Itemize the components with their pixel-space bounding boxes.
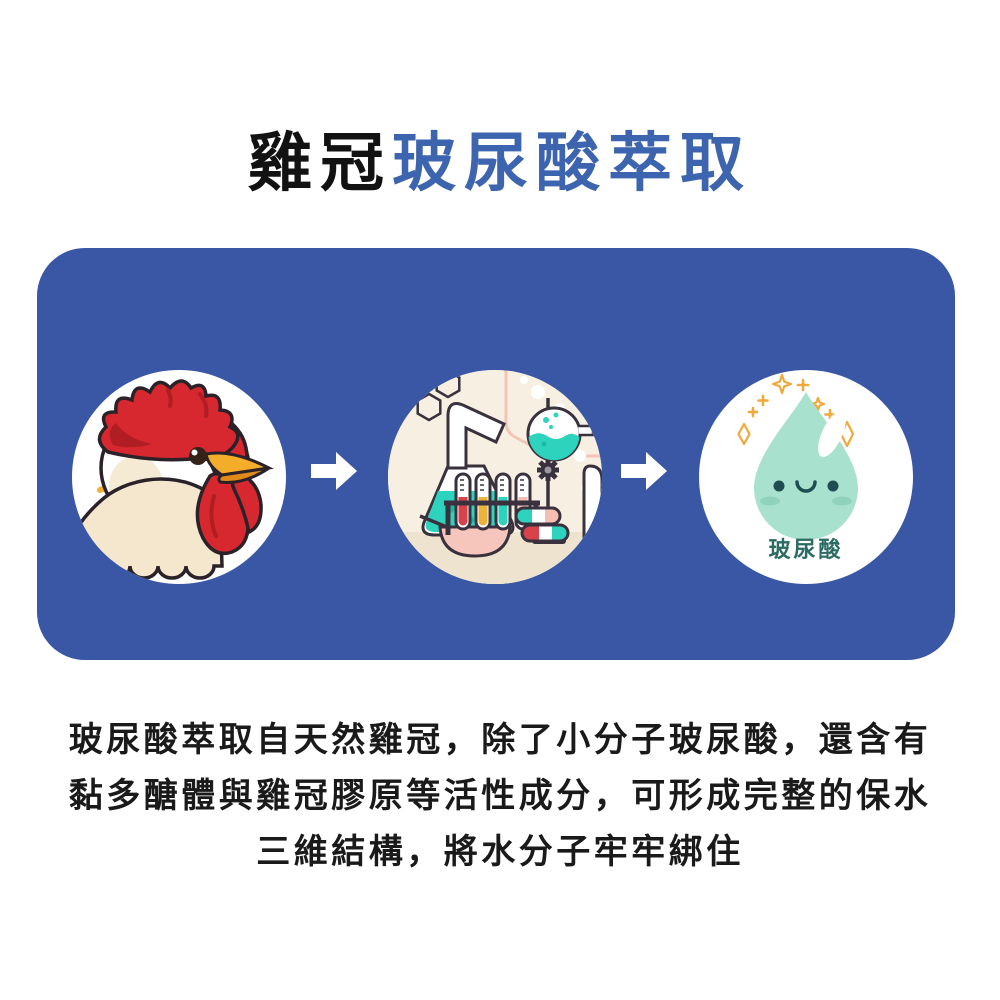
water-drop-illustration bbox=[737, 373, 858, 540]
description-line-3: 三維結構，將水分子牢牢綁住 bbox=[256, 833, 744, 871]
page-title: 雞冠玻尿酸萃取 bbox=[0, 112, 1000, 204]
description-line-1: 玻尿酸萃取自天然雞冠，除了小分子玻尿酸，還含有 bbox=[68, 721, 932, 759]
step-circle-lab bbox=[388, 370, 602, 584]
plus-sparkles-icon bbox=[747, 378, 836, 421]
drop-highlight bbox=[818, 410, 846, 458]
clamp-gear-icon bbox=[537, 459, 559, 481]
bowl-icon bbox=[419, 514, 512, 558]
drop-body bbox=[754, 392, 858, 540]
drop-face bbox=[760, 480, 852, 506]
capsule-pills-icon bbox=[514, 506, 570, 543]
description-paragraph: 玻尿酸萃取自天然雞冠，除了小分子玻尿酸，還含有 黏多醣體與雞冠膠原等活性成分，可… bbox=[0, 712, 1000, 880]
round-flask bbox=[526, 406, 595, 462]
rooster-eye bbox=[189, 447, 207, 465]
description-line-2: 黏多醣體與雞冠膠原等活性成分，可形成完整的保水 bbox=[68, 777, 932, 815]
arrow-right-icon bbox=[621, 452, 667, 490]
process-panel: 玻尿酸 bbox=[37, 248, 955, 660]
title-part-rooster-comb: 雞冠 bbox=[248, 127, 392, 199]
step-circle-hyaluronic-acid: 玻尿酸 bbox=[699, 370, 913, 584]
title-part-hyaluronic-extraction: 玻尿酸萃取 bbox=[392, 127, 752, 199]
drop-caption: 玻尿酸 bbox=[768, 537, 844, 562]
rooster-illustration bbox=[72, 379, 274, 580]
lab-extraction-illustration bbox=[388, 370, 602, 584]
step-circle-rooster bbox=[72, 370, 286, 584]
arrow-right-icon bbox=[311, 452, 357, 490]
